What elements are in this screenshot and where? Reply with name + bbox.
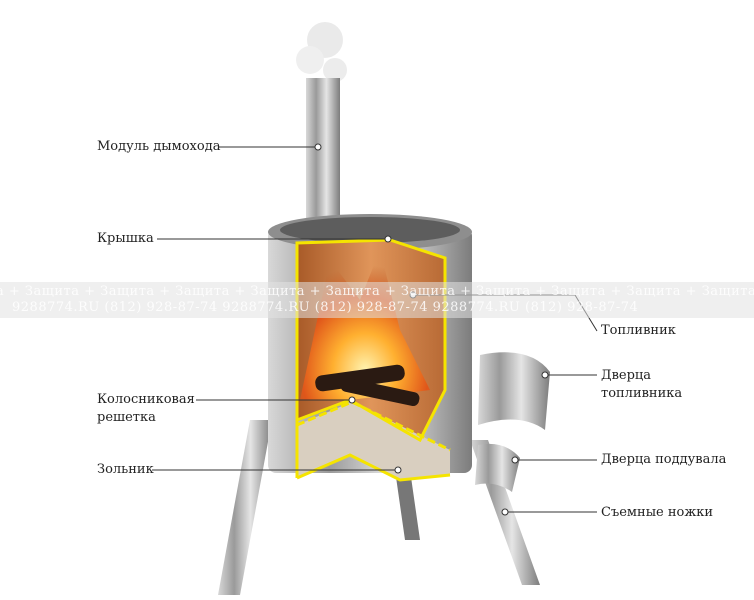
watermark-band: а + Защита + Защита + Защита + Защита + … [0, 282, 754, 318]
leg-back [395, 470, 420, 540]
leg-left [218, 420, 272, 595]
label-lid: Крышка [97, 231, 154, 246]
label-grate-line1: Колосниковая [97, 392, 195, 407]
cutaway-outline [295, 238, 447, 478]
ash-door [475, 443, 520, 492]
chimney [306, 78, 340, 233]
watermark-phone: 9288774.RU (812) 928-87-74 9288774.RU (8… [12, 300, 639, 315]
label-firebox-door-line2: топливника [601, 386, 683, 401]
firebox-door [478, 352, 550, 430]
label-ashpan: Зольник [97, 462, 154, 477]
label-firebox-door-line1: Дверца [601, 368, 652, 383]
smoke [296, 22, 347, 82]
label-chimney: Модуль дымохода [97, 139, 221, 154]
label-ash-door: Дверца поддувала [601, 452, 727, 467]
logs [315, 364, 420, 407]
label-firebox-door: Дверца топливника [601, 367, 682, 403]
label-firebox: Топливник [601, 323, 676, 338]
label-grate: Колосниковая решетка [97, 391, 195, 427]
label-legs: Съемные ножки [601, 505, 714, 520]
label-grate-line2: решетка [97, 410, 156, 425]
watermark-text: а + Защита + Защита + Защита + Защита + … [0, 284, 754, 299]
